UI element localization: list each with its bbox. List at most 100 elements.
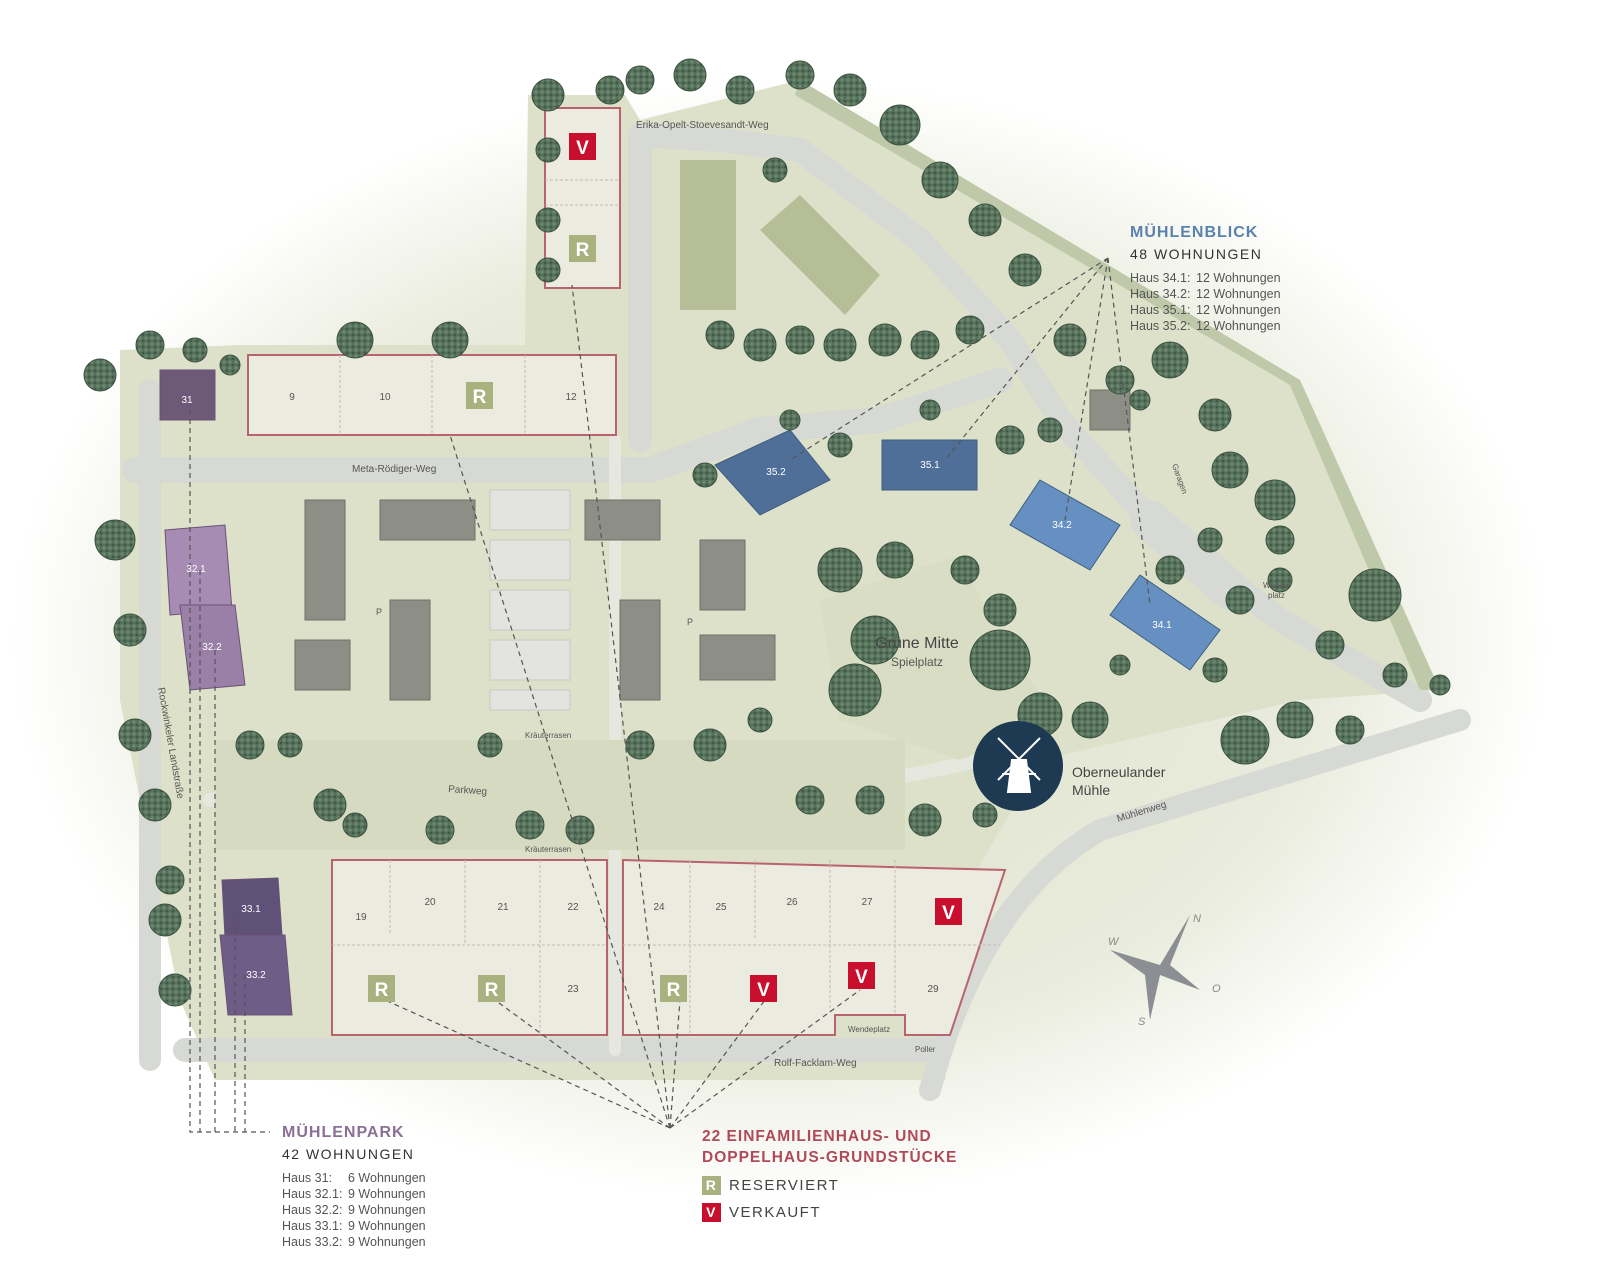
status-badges: V R R R R R V V V xyxy=(368,133,962,1002)
badge-sold: V xyxy=(750,975,777,1002)
tree xyxy=(1276,701,1314,739)
plot-label: 21 xyxy=(497,902,509,913)
building-label-34-1: 34.1 xyxy=(1152,620,1172,631)
plot-labels: 9 10 12 19 20 21 22 23 24 25 26 27 29 xyxy=(289,392,939,995)
tree xyxy=(693,728,727,762)
tree xyxy=(785,60,815,90)
tree xyxy=(342,812,368,838)
tree xyxy=(1053,323,1087,357)
badge-sold: V xyxy=(848,962,875,989)
street-label-kraeuterrasen: Kräuterrasen xyxy=(525,845,571,854)
plot-dividers xyxy=(332,179,1000,1035)
tree xyxy=(827,432,853,458)
reserved-badge: R xyxy=(702,1176,721,1195)
parking-label: P xyxy=(376,607,382,617)
building-label-34-2: 34.2 xyxy=(1052,520,1072,531)
tree xyxy=(673,58,707,92)
plot-label: 22 xyxy=(567,902,579,913)
street-label-wendeplatz: platz xyxy=(1268,591,1285,600)
tree xyxy=(725,75,755,105)
building-label-33-1: 33.1 xyxy=(241,904,261,915)
tree xyxy=(235,730,265,760)
tree xyxy=(692,462,718,488)
building-label-35-1: 35.1 xyxy=(920,460,940,471)
tree xyxy=(876,541,914,579)
badge-reserved: R xyxy=(478,975,505,1002)
tree xyxy=(625,65,655,95)
badge-sold: V xyxy=(935,898,962,925)
badge-letter: V xyxy=(942,903,955,924)
tree xyxy=(1037,417,1063,443)
sports-field xyxy=(680,160,736,310)
tree xyxy=(1254,479,1296,521)
street-label-parkweg: Parkweg xyxy=(448,784,488,798)
muehlenblick-buildings xyxy=(714,429,1221,671)
badge-sold: V xyxy=(569,133,596,160)
tree xyxy=(1315,630,1345,660)
legend-row: Haus 32.2:9 Wohnungen xyxy=(282,1203,426,1217)
legend-muehlenblick: MÜHLENBLICK 48 WOHNUNGEN Haus 34.1:12 Wo… xyxy=(1130,224,1320,334)
tree xyxy=(148,903,182,937)
tree xyxy=(625,730,655,760)
tree xyxy=(1211,451,1249,489)
badge-letter: V xyxy=(855,967,868,988)
gruene-mitte-area xyxy=(820,555,1060,760)
tree xyxy=(743,328,777,362)
compass-o: O xyxy=(1212,983,1221,995)
badge-reserved: R xyxy=(466,382,493,409)
legend-subtitle: 42 WOHNUNGEN xyxy=(282,1146,415,1162)
legend-rows: Haus 31:6 Wohnungen Haus 32.1:9 Wohnunge… xyxy=(282,1170,472,1250)
badge-letter: R xyxy=(667,980,681,1001)
tree xyxy=(113,613,147,647)
tree xyxy=(969,629,1031,691)
parking-label: P xyxy=(687,617,693,627)
tree xyxy=(1155,555,1185,585)
tree xyxy=(950,555,980,585)
badge-letter: R xyxy=(576,240,590,261)
tree xyxy=(94,519,136,561)
plot-label: 25 xyxy=(715,902,727,913)
plot-label: 29 xyxy=(927,984,939,995)
legend-row: Haus 31:6 Wohnungen xyxy=(282,1171,426,1185)
tree xyxy=(1197,527,1223,553)
tree xyxy=(855,785,885,815)
street-label-wendeplatz: Wendeplatz xyxy=(848,1025,890,1034)
tree xyxy=(535,137,561,163)
plot-label: 24 xyxy=(653,902,665,913)
legend-einfamilienhaus: 22 EINFAMILIENHAUS- UND DOPPELHAUS-GRUND… xyxy=(702,1126,1002,1222)
building-34-2 xyxy=(1009,479,1121,571)
building-label-32-1: 32.1 xyxy=(186,564,206,575)
tree xyxy=(1382,662,1408,688)
spielplatz-label: Spielplatz xyxy=(891,655,943,669)
tree xyxy=(277,732,303,758)
building-32-2 xyxy=(179,604,246,691)
tree xyxy=(795,785,825,815)
tree xyxy=(747,707,773,733)
tree xyxy=(972,802,998,828)
tree xyxy=(531,78,565,112)
gruene-mitte-label: Grüne Mitte xyxy=(875,635,959,652)
tree xyxy=(983,593,1017,627)
tree xyxy=(1071,701,1109,739)
legend-title: MÜHLENPARK xyxy=(282,1124,405,1141)
building-31 xyxy=(159,369,216,421)
tree xyxy=(1220,715,1270,765)
plot-label: 19 xyxy=(355,912,367,923)
tree xyxy=(118,718,152,752)
tree xyxy=(138,788,172,822)
badge-reserved: R xyxy=(368,975,395,1002)
compass-s: S xyxy=(1138,1016,1146,1028)
tree xyxy=(762,157,788,183)
tree xyxy=(1151,341,1189,379)
leader-lines xyxy=(189,257,1151,1133)
badge-letter: R xyxy=(375,980,389,1001)
plot-label: 12 xyxy=(565,392,577,403)
tree xyxy=(1267,567,1293,593)
street-label-poller: Poller xyxy=(915,1045,936,1054)
building-label-32-2: 32.2 xyxy=(202,642,222,653)
plot-label: 10 xyxy=(379,392,391,403)
tree xyxy=(995,425,1025,455)
building-labels: 31 32.1 32.2 33.1 33.2 35.2 35.1 34.2 34… xyxy=(181,395,1172,981)
tree xyxy=(155,865,185,895)
